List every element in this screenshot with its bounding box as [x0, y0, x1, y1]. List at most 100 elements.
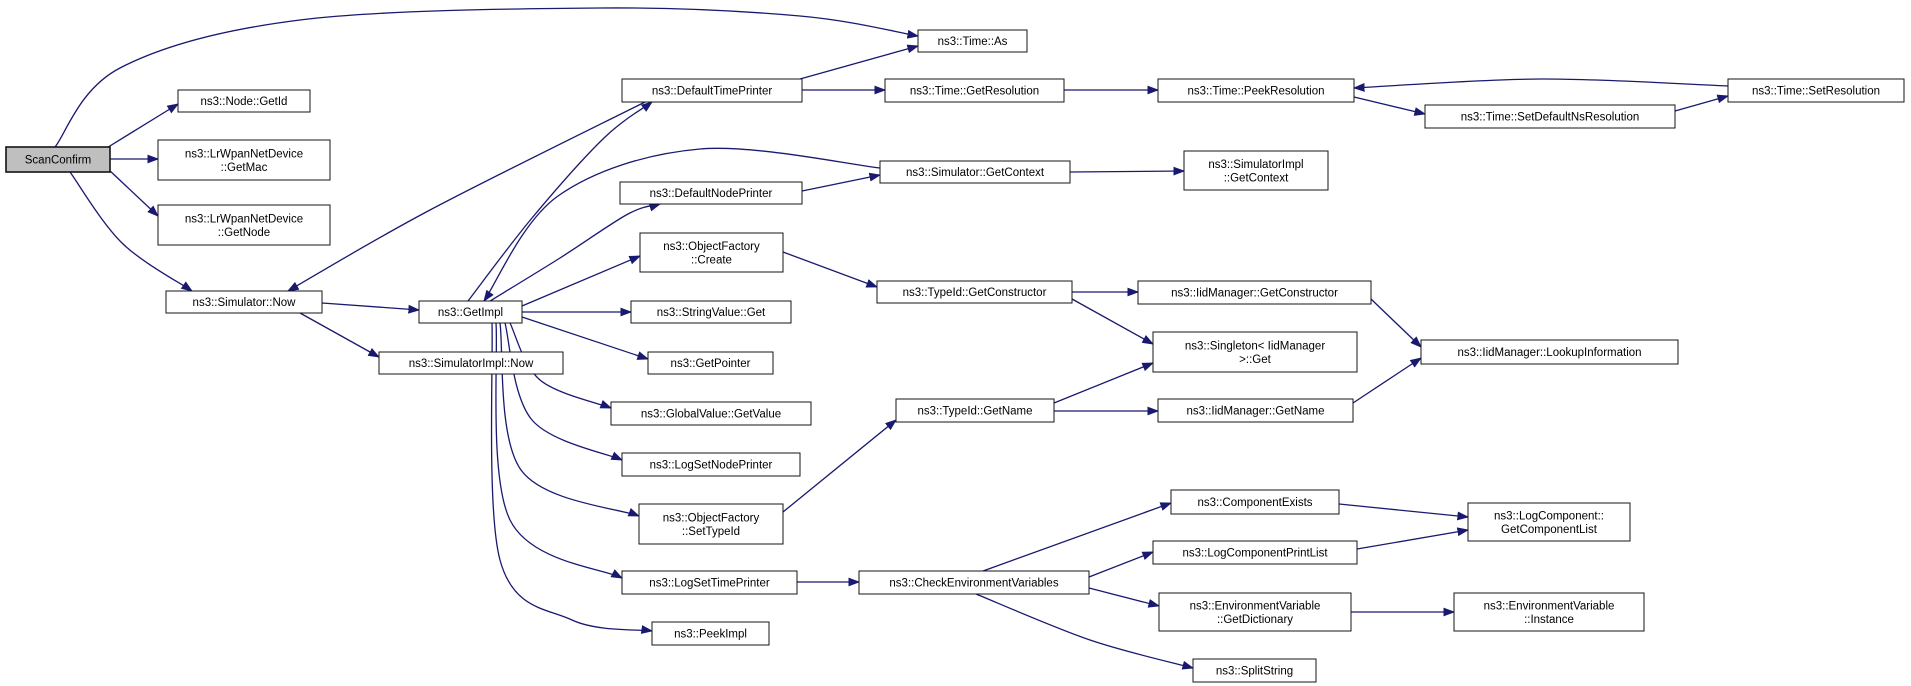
graph-node-box-log-component-get-component-list[interactable] [1467, 502, 1631, 542]
graph-node-box-environment-variable-get-dictionary[interactable] [1158, 592, 1352, 632]
graph-node-box-object-factory-set-type-id[interactable] [638, 503, 784, 545]
edge-typeid-get-name-to-singleton-iid-manager-get [1053, 362, 1155, 404]
graph-node-simulator-now[interactable]: ns3::Simulator::Now [165, 290, 323, 314]
graph-node-box-log-component-print-list[interactable] [1152, 540, 1358, 565]
graph-node-node-get-id[interactable]: ns3::Node::GetId [177, 89, 311, 113]
graph-node-typeid-get-name[interactable]: ns3::TypeId::GetName [895, 398, 1055, 423]
graph-node-label-object-factory-create: ns3::ObjectFactory::Create [663, 241, 760, 267]
edge-scan-confirm-to-node-get-id [104, 103, 180, 150]
graph-node-box-peek-impl[interactable] [651, 621, 770, 646]
graph-node-simulatorimpl-get-context[interactable]: ns3::SimulatorImpl::GetContext [1183, 150, 1329, 191]
graph-node-label-time-set-resolution: ns3::Time::SetResolution [1752, 86, 1880, 98]
graph-node-box-lrwpan-get-node[interactable] [157, 204, 331, 246]
graph-node-label-lrwpan-get-node: ns3::LrWpanNetDevice::GetNode [185, 213, 303, 239]
graph-node-default-node-printer[interactable]: ns3::DefaultNodePrinter [619, 181, 803, 205]
graph-node-object-factory-create[interactable]: ns3::ObjectFactory::Create [639, 232, 784, 273]
graph-node-box-iid-manager-get-constructor[interactable] [1137, 280, 1372, 305]
edge-scan-confirm-to-simulator-now [69, 171, 194, 292]
graph-node-box-component-exists[interactable] [1170, 489, 1340, 515]
graph-node-split-string[interactable]: ns3::SplitString [1192, 658, 1317, 683]
graph-node-box-get-pointer[interactable] [647, 351, 774, 375]
graph-node-iid-manager-get-name[interactable]: ns3::IidManager::GetName [1157, 398, 1354, 423]
graph-node-lrwpan-get-mac[interactable]: ns3::LrWpanNetDevice::GetMac [157, 139, 331, 181]
graph-node-box-simulator-get-context[interactable] [879, 160, 1071, 184]
graph-node-label-log-component-print-list: ns3::LogComponentPrintList [1182, 548, 1328, 560]
graph-node-iid-manager-get-constructor[interactable]: ns3::IidManager::GetConstructor [1137, 280, 1372, 305]
graph-node-box-global-value-get-value[interactable] [610, 401, 812, 426]
edge-time-peek-resolution-to-time-set-default-ns-resolution [1353, 96, 1427, 116]
graph-node-object-factory-set-type-id[interactable]: ns3::ObjectFactory::SetTypeId [638, 503, 784, 545]
graph-node-box-default-time-printer[interactable] [621, 78, 803, 103]
graph-node-box-environment-variable-instance[interactable] [1453, 592, 1645, 632]
graph-node-label-environment-variable-get-dictionary: ns3::EnvironmentVariable::GetDictionary [1190, 600, 1321, 626]
graph-node-box-time-as[interactable] [917, 29, 1028, 53]
graph-node-log-component-get-component-list[interactable]: ns3::LogComponent::GetComponentList [1467, 502, 1631, 542]
graph-node-singleton-iid-manager-get[interactable]: ns3::Singleton< IidManager>::Get [1152, 331, 1358, 373]
graph-node-box-simulatorimpl-now[interactable] [378, 351, 564, 375]
graph-node-box-node-get-id[interactable] [177, 89, 311, 113]
graph-node-log-set-time-printer[interactable]: ns3::LogSetTimePrinter [621, 570, 798, 595]
graph-node-box-simulator-now[interactable] [165, 290, 323, 314]
graph-node-box-time-peek-resolution[interactable] [1157, 78, 1355, 103]
graph-node-time-as[interactable]: ns3::Time::As [917, 29, 1028, 53]
graph-node-check-environment-variables[interactable]: ns3::CheckEnvironmentVariables [858, 570, 1090, 595]
graph-node-box-default-node-printer[interactable] [619, 181, 803, 205]
graph-node-peek-impl[interactable]: ns3::PeekImpl [651, 621, 770, 646]
graph-node-box-time-set-resolution[interactable] [1727, 78, 1905, 103]
graph-node-label-time-set-default-ns-resolution: ns3::Time::SetDefaultNsResolution [1461, 112, 1640, 124]
graph-node-label-typeid-get-constructor: ns3::TypeId::GetConstructor [903, 287, 1047, 299]
edge-time-set-resolution-to-time-peek-resolution [1352, 78, 1729, 92]
graph-node-label-log-component-get-component-list: ns3::LogComponent::GetComponentList [1494, 510, 1604, 536]
graph-node-log-component-print-list[interactable]: ns3::LogComponentPrintList [1152, 540, 1358, 565]
graph-node-box-scan-confirm[interactable] [5, 146, 111, 173]
graph-node-label-iid-manager-get-constructor: ns3::IidManager::GetConstructor [1171, 288, 1338, 300]
graph-node-label-environment-variable-instance: ns3::EnvironmentVariable::Instance [1484, 600, 1615, 626]
graph-node-box-time-set-default-ns-resolution[interactable] [1424, 104, 1676, 129]
graph-node-default-time-printer[interactable]: ns3::DefaultTimePrinter [621, 78, 803, 103]
graph-node-box-string-value-get[interactable] [630, 300, 792, 324]
graph-node-box-object-factory-create[interactable] [639, 232, 784, 273]
graph-node-box-split-string[interactable] [1192, 658, 1317, 683]
graph-node-label-peek-impl: ns3::PeekImpl [674, 629, 747, 641]
graph-node-simulatorimpl-now[interactable]: ns3::SimulatorImpl::Now [378, 351, 564, 375]
graph-node-lrwpan-get-node[interactable]: ns3::LrWpanNetDevice::GetNode [157, 204, 331, 246]
edge-typeid-get-constructor-to-singleton-iid-manager-get [1071, 298, 1155, 345]
graph-node-box-log-set-time-printer[interactable] [621, 570, 798, 595]
graph-node-log-set-node-printer[interactable]: ns3::LogSetNodePrinter [621, 452, 801, 477]
graph-node-box-time-get-resolution[interactable] [884, 78, 1065, 103]
graph-node-box-iid-manager-lookup-information[interactable] [1420, 339, 1679, 365]
graph-node-time-get-resolution[interactable]: ns3::Time::GetResolution [884, 78, 1065, 103]
graph-node-time-set-resolution[interactable]: ns3::Time::SetResolution [1727, 78, 1905, 103]
graph-node-box-typeid-get-constructor[interactable] [876, 280, 1073, 304]
graph-node-label-get-impl: ns3::GetImpl [438, 307, 503, 319]
edge-iid-manager-get-constructor-to-iid-manager-lookup-information [1370, 298, 1422, 348]
graph-node-time-set-default-ns-resolution[interactable]: ns3::Time::SetDefaultNsResolution [1424, 104, 1676, 129]
graph-node-box-typeid-get-name[interactable] [895, 398, 1055, 423]
graph-node-simulator-get-context[interactable]: ns3::Simulator::GetContext [879, 160, 1071, 184]
graph-node-scan-confirm[interactable]: ScanConfirm [5, 146, 111, 173]
edge-log-component-print-list-to-log-component-get-component-list [1356, 527, 1470, 550]
edge-default-time-printer-to-simulator-now [286, 101, 646, 292]
edge-get-impl-to-default-time-printer [467, 101, 653, 302]
graph-node-iid-manager-lookup-information[interactable]: ns3::IidManager::LookupInformation [1420, 339, 1679, 365]
graph-node-global-value-get-value[interactable]: ns3::GlobalValue::GetValue [610, 401, 812, 426]
graph-node-box-log-set-node-printer[interactable] [621, 452, 801, 477]
graph-node-typeid-get-constructor[interactable]: ns3::TypeId::GetConstructor [876, 280, 1073, 304]
graph-node-get-impl[interactable]: ns3::GetImpl [418, 300, 523, 324]
graph-node-box-lrwpan-get-mac[interactable] [157, 139, 331, 181]
graph-node-box-iid-manager-get-name[interactable] [1157, 398, 1354, 423]
edge-get-impl-to-get-pointer [521, 316, 650, 360]
graph-node-component-exists[interactable]: ns3::ComponentExists [1170, 489, 1340, 515]
graph-node-box-get-impl[interactable] [418, 300, 523, 324]
graph-node-box-singleton-iid-manager-get[interactable] [1152, 331, 1358, 373]
graph-node-time-peek-resolution[interactable]: ns3::Time::PeekResolution [1157, 78, 1355, 103]
graph-node-box-check-environment-variables[interactable] [858, 570, 1090, 595]
edge-simulator-get-context-to-simulatorimpl-get-context [1069, 166, 1186, 176]
graph-node-string-value-get[interactable]: ns3::StringValue::Get [630, 300, 792, 324]
edge-scan-confirm-to-lrwpan-get-node [107, 168, 159, 217]
graph-node-get-pointer[interactable]: ns3::GetPointer [647, 351, 774, 375]
graph-node-environment-variable-get-dictionary[interactable]: ns3::EnvironmentVariable::GetDictionary [1158, 592, 1352, 632]
graph-node-environment-variable-instance[interactable]: ns3::EnvironmentVariable::Instance [1453, 592, 1645, 632]
graph-node-box-simulatorimpl-get-context[interactable] [1183, 150, 1329, 191]
